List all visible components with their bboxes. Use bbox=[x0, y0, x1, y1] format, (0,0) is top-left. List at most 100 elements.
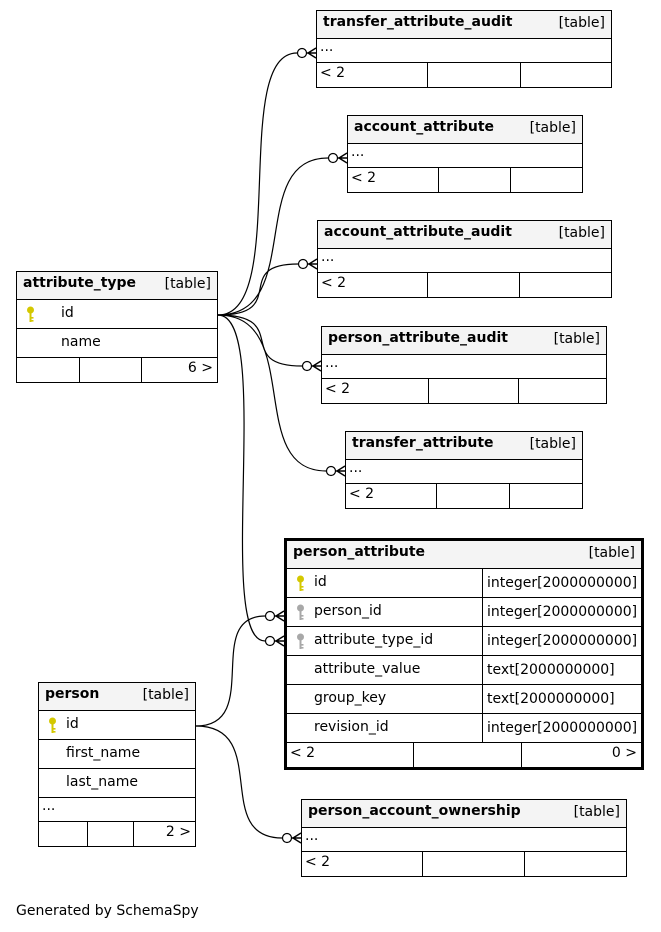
table-transfer-attribute[interactable]: transfer_attribute[table]...< 2 bbox=[345, 431, 583, 509]
column-type: integer[2000000000] bbox=[482, 627, 637, 655]
more-columns-row: ... bbox=[322, 355, 606, 379]
table-footer: < 2 bbox=[346, 484, 582, 508]
footer-divider bbox=[87, 822, 88, 846]
footer-divider bbox=[436, 484, 437, 508]
column-name[interactable]: revision_id bbox=[314, 719, 389, 735]
relationship-edge bbox=[217, 314, 285, 647]
table-type-tag: [table] bbox=[553, 331, 600, 347]
column-type: text[2000000000] bbox=[482, 685, 615, 713]
table-person-attribute-audit[interactable]: person_attribute_audit [table]... < 2 bbox=[321, 326, 607, 404]
child-count[interactable]: 0 > bbox=[611, 745, 637, 761]
table-header: person [table] bbox=[39, 683, 195, 711]
footer-divider bbox=[413, 743, 414, 767]
table-header: transfer_attribute_audit[table] bbox=[317, 11, 611, 39]
table-name[interactable]: transfer_attribute bbox=[352, 435, 494, 451]
column-row: id bbox=[39, 711, 195, 740]
table-person[interactable]: person [table] id first_name last_name... 2 > bbox=[38, 682, 196, 847]
relationship-edge bbox=[217, 314, 322, 372]
table-name[interactable]: account_attribute bbox=[354, 119, 494, 135]
child-count[interactable]: 2 > bbox=[165, 824, 191, 840]
more-columns-row: ... bbox=[318, 249, 611, 273]
more-columns-row: ... bbox=[302, 828, 626, 852]
footer-divider bbox=[427, 273, 428, 297]
table-name[interactable]: attribute_type bbox=[23, 275, 137, 291]
column-row: revision_id integer[2000000000] bbox=[287, 714, 641, 743]
table-footer: < 2 0 > bbox=[287, 743, 641, 767]
table-footer: < 2 bbox=[302, 852, 626, 876]
footer-divider bbox=[520, 63, 521, 87]
footer-divider bbox=[519, 273, 520, 297]
table-type-tag: [table] bbox=[588, 545, 635, 561]
relationship-edge bbox=[217, 47, 317, 316]
table-footer: < 2 bbox=[322, 379, 606, 403]
parent-count[interactable]: < 2 bbox=[320, 65, 346, 81]
column-name[interactable]: group_key bbox=[314, 690, 387, 706]
footer-divider bbox=[509, 484, 510, 508]
column-name[interactable]: person_id bbox=[314, 603, 382, 619]
column-name[interactable]: name bbox=[61, 334, 101, 350]
table-attribute-type[interactable]: attribute_type [table] id name 6 > bbox=[16, 271, 218, 383]
table-person-attribute[interactable]: person_attribute [table] id integer[2000000… bbox=[284, 538, 644, 770]
footer-divider bbox=[524, 852, 525, 876]
ellipsis-label: ... bbox=[351, 144, 365, 160]
table-header: account_attribute [table] bbox=[348, 116, 582, 144]
column-name[interactable]: first_name bbox=[66, 745, 141, 761]
parent-count[interactable]: < 2 bbox=[349, 486, 375, 502]
footer-divider bbox=[133, 822, 134, 846]
column-name[interactable]: last_name bbox=[66, 774, 138, 790]
footer-divider bbox=[79, 358, 80, 382]
column-name[interactable]: id bbox=[314, 574, 327, 590]
table-header: person_account_ownership [table] bbox=[302, 800, 626, 828]
table-footer: 2 > bbox=[39, 822, 195, 846]
footer-divider bbox=[428, 379, 429, 403]
table-footer: < 2 bbox=[348, 168, 582, 192]
table-type-tag: [table] bbox=[164, 276, 211, 292]
ellipsis-label: ... bbox=[42, 798, 56, 814]
table-account-attribute[interactable]: account_attribute [table]... < 2 bbox=[347, 115, 583, 193]
table-person-account-ownership[interactable]: person_account_ownership [table]... < 2 bbox=[301, 799, 627, 877]
column-name[interactable]: attribute_type_id bbox=[314, 632, 434, 648]
table-name[interactable]: transfer_attribute_audit bbox=[323, 14, 513, 30]
ellipsis-label: ... bbox=[305, 828, 319, 844]
parent-count[interactable]: < 2 bbox=[321, 275, 347, 291]
table-type-tag: [table] bbox=[529, 436, 576, 452]
parent-count[interactable]: < 2 bbox=[305, 854, 331, 870]
table-transfer-attribute-audit[interactable]: transfer_attribute_audit[table]...< 2 bbox=[316, 10, 612, 88]
footer-divider bbox=[521, 743, 522, 767]
table-header: attribute_type [table] bbox=[17, 272, 217, 300]
primary-key-icon bbox=[48, 717, 57, 734]
column-type: integer[2000000000] bbox=[482, 569, 637, 597]
footer-divider bbox=[518, 379, 519, 403]
child-count[interactable]: 6 > bbox=[187, 360, 213, 376]
primary-key-icon bbox=[26, 306, 35, 323]
parent-count[interactable]: < 2 bbox=[325, 381, 351, 397]
table-type-tag: [table] bbox=[573, 804, 620, 820]
table-name[interactable]: account_attribute_audit bbox=[324, 224, 512, 240]
table-name[interactable]: person_attribute_audit bbox=[328, 330, 508, 346]
parent-count[interactable]: < 2 bbox=[351, 170, 377, 186]
footer-divider bbox=[427, 63, 428, 87]
column-row: group_key text[2000000000] bbox=[287, 685, 641, 714]
more-columns-row: ... bbox=[39, 798, 195, 822]
column-type: integer[2000000000] bbox=[482, 714, 637, 742]
column-name[interactable]: attribute_value bbox=[314, 661, 421, 677]
foreign-key-icon bbox=[296, 604, 305, 621]
relationship-edge bbox=[195, 610, 285, 727]
table-name[interactable]: person_attribute bbox=[293, 544, 426, 560]
footer-divider bbox=[422, 852, 423, 876]
table-name[interactable]: person_account_ownership bbox=[308, 803, 521, 819]
column-row: attribute_type_id integer[2000000000] bbox=[287, 627, 641, 656]
table-account-attribute-audit[interactable]: account_attribute_audit[table]...< 2 bbox=[317, 220, 612, 298]
column-row: first_name bbox=[39, 740, 195, 769]
footer-divider bbox=[141, 358, 142, 382]
table-type-tag: [table] bbox=[142, 687, 189, 703]
generated-by-note: Generated by SchemaSpy bbox=[16, 903, 199, 919]
column-name[interactable]: id bbox=[66, 716, 79, 732]
table-footer: < 2 bbox=[318, 273, 611, 297]
table-type-tag: [table] bbox=[529, 120, 576, 136]
parent-count[interactable]: < 2 bbox=[290, 745, 316, 761]
table-name[interactable]: person bbox=[45, 686, 100, 702]
relationship-edge bbox=[217, 314, 346, 477]
relationship-edge bbox=[217, 258, 318, 316]
column-name[interactable]: id bbox=[61, 305, 74, 321]
